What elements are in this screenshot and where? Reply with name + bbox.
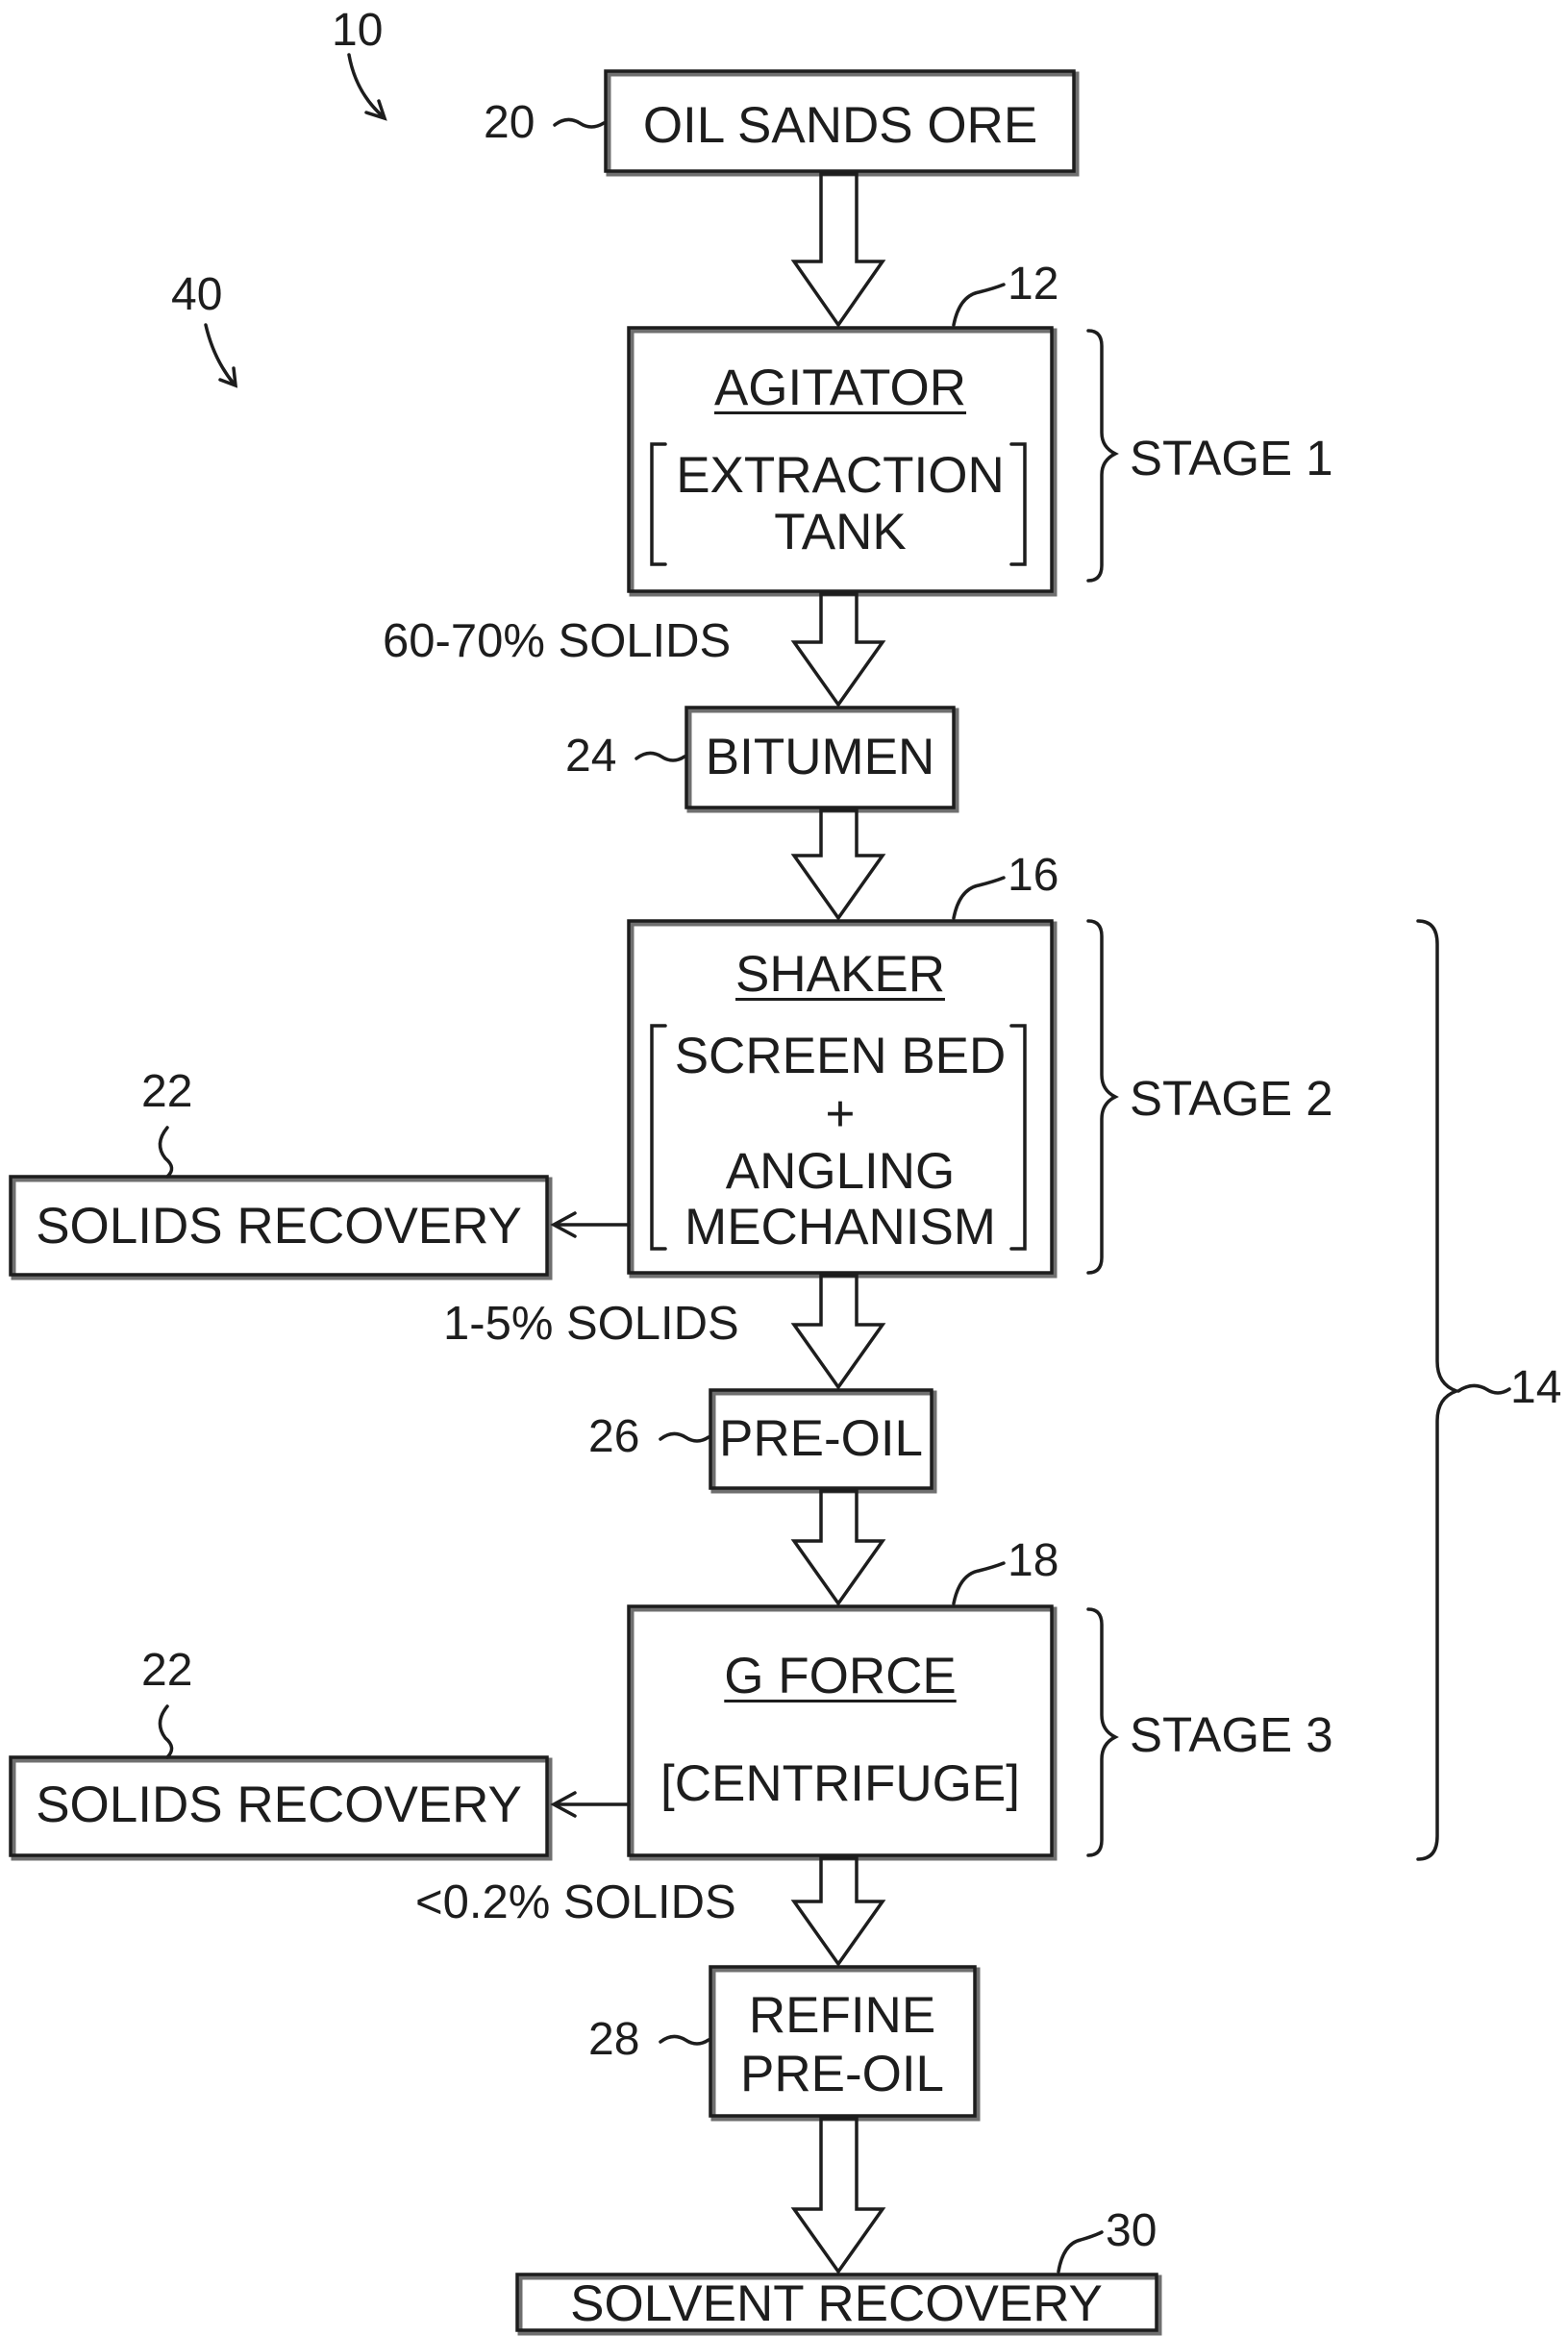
agitator-title: AGITATOR <box>714 362 966 413</box>
solvent-recovery-label: SOLVENT RECOVERY <box>570 2278 1103 2329</box>
arrow-shaker-to-solids-1 <box>554 1213 629 1236</box>
arrow-g-force-to-refine <box>794 1858 883 1964</box>
leader-ref-40 <box>206 325 236 385</box>
brace-stage-1 <box>1088 331 1115 581</box>
agitator-detail-line-1: EXTRACTION <box>676 450 1005 501</box>
ref-label-16: 16 <box>1008 853 1058 899</box>
stage-2-label: STAGE 2 <box>1130 1074 1333 1123</box>
flow-label-after-stage-1: 60-70% SOLIDS <box>383 618 731 665</box>
ref-label-10: 10 <box>332 8 383 54</box>
leader-ref-28 <box>660 2036 709 2044</box>
shaker-detail-line-3: ANGLING <box>726 1146 956 1197</box>
arrow-shaker-to-pre-oil <box>794 1276 883 1387</box>
ref-label-20: 20 <box>484 100 535 146</box>
pre-oil-label: PRE-OIL <box>719 1413 923 1464</box>
arrow-g-force-to-solids-2 <box>554 1793 629 1816</box>
ref-label-26: 26 <box>588 1414 639 1460</box>
arrow-agitator-to-bitumen <box>794 594 883 705</box>
stage-3-label: STAGE 3 <box>1130 1710 1333 1759</box>
leader-ref-22a <box>160 1128 171 1177</box>
shaker-detail-line-4: MECHANISM <box>684 1202 996 1253</box>
solids-recovery-1-label: SOLIDS RECOVERY <box>36 1201 522 1252</box>
arrow-refine-to-solvent <box>794 2119 883 2272</box>
leader-ref-10 <box>349 55 385 118</box>
ref-label-12: 12 <box>1008 261 1058 308</box>
leader-ref-22b <box>160 1706 171 1757</box>
ref-label-18: 18 <box>1008 1538 1058 1584</box>
ref-label-30: 30 <box>1106 2208 1157 2254</box>
brace-stage-2 <box>1088 921 1115 1273</box>
agitator-detail-line-2: TANK <box>774 507 906 558</box>
oil-sands-ore-label: OIL SANDS ORE <box>643 100 1037 151</box>
stage-1-label: STAGE 1 <box>1130 434 1333 483</box>
box-g-force <box>629 1606 1055 1858</box>
brace-stage-3 <box>1088 1609 1115 1855</box>
leader-ref-20 <box>555 119 604 127</box>
shaker-detail-line-1: SCREEN BED <box>675 1031 1007 1081</box>
leader-ref-26 <box>660 1433 709 1441</box>
arrow-bitumen-to-shaker <box>794 810 883 918</box>
ref-label-40: 40 <box>171 272 222 318</box>
refine-pre-oil-line-1: REFINE <box>749 1990 935 2041</box>
leader-ref-24 <box>636 753 684 760</box>
brace-group-14 <box>1418 921 1456 1859</box>
arrow-ore-to-agitator <box>794 174 883 325</box>
shaker-title: SHAKER <box>735 949 945 1000</box>
flow-label-after-stage-2: 1-5% SOLIDS <box>443 1301 739 1348</box>
refine-pre-oil-line-2: PRE-OIL <box>740 2049 944 2100</box>
arrow-pre-oil-to-g-force <box>794 1491 883 1603</box>
leader-ref-18 <box>954 1563 1004 1603</box>
shaker-detail-line-2: + <box>826 1088 856 1139</box>
ref-label-22-first: 22 <box>141 1069 192 1115</box>
ref-label-14: 14 <box>1510 1365 1561 1411</box>
leader-ref-16 <box>954 878 1004 918</box>
leader-ref-12 <box>954 285 1004 325</box>
leader-ref-30 <box>1058 2232 1102 2272</box>
solids-recovery-2-label: SOLIDS RECOVERY <box>36 1779 522 1830</box>
bitumen-label: BITUMEN <box>706 732 935 783</box>
ref-label-22-second: 22 <box>141 1648 192 1694</box>
ref-label-28: 28 <box>588 2017 639 2063</box>
leader-ref-14 <box>1458 1385 1509 1393</box>
flow-label-after-stage-3: <0.2% SOLIDS <box>415 1879 736 1926</box>
g-force-title: G FORCE <box>724 1651 956 1702</box>
ref-label-24: 24 <box>565 733 616 780</box>
g-force-detail: [CENTRIFUGE] <box>660 1758 1020 1809</box>
